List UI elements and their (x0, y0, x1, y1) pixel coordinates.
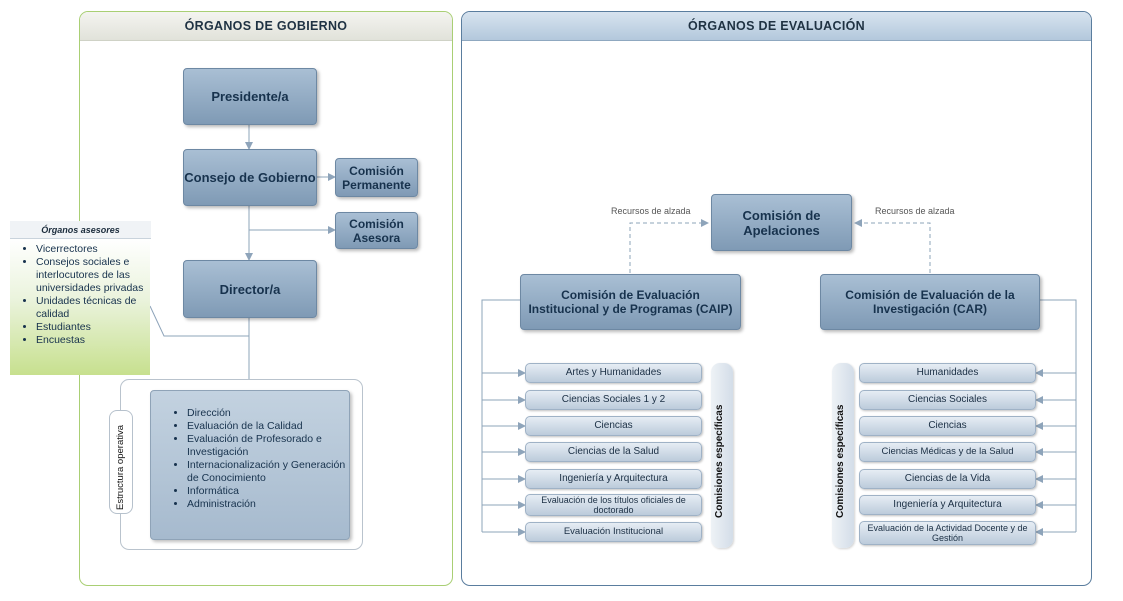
gobierno-header: ÓRGANOS DE GOBIERNO (80, 12, 452, 41)
car-item: Evaluación de la Actividad Docente y de … (859, 521, 1036, 545)
asesor-item: Consejos sociales e interlocutores de la… (36, 256, 144, 295)
caip-item: Evaluación de los títulos oficiales de d… (525, 494, 702, 516)
caip-comisiones-label-bar: Comisiones específicas (711, 363, 733, 548)
presidente-box: Presidente/a (183, 68, 317, 125)
comision-permanente-box: Comisión Permanente (335, 158, 418, 197)
car-comisiones-label-bar: Comisiones específicas (832, 363, 854, 548)
caip-item: Artes y Humanidades (525, 363, 702, 383)
caip-item: Ciencias Sociales 1 y 2 (525, 390, 702, 410)
car-item: Ciencias Médicas y de la Salud (859, 442, 1036, 462)
estructura-item: Evaluación de la Calidad (187, 420, 349, 433)
car-box: Comisión de Evaluación de la Investigaci… (820, 274, 1040, 330)
caip-item: Ingeniería y Arquitectura (525, 469, 702, 489)
estructura-box: Dirección Evaluación de la Calidad Evalu… (150, 390, 350, 540)
caip-box: Comisión de Evaluación Institucional y d… (520, 274, 741, 330)
car-item: Ingeniería y Arquitectura (859, 495, 1036, 515)
estructura-operativa-label: Estructura operativa (115, 424, 126, 510)
car-item: Ciencias Sociales (859, 390, 1036, 410)
estructura-operativa-badge: Estructura operativa (109, 410, 133, 514)
car-item: Humanidades (859, 363, 1036, 383)
asesor-item: Estudiantes (36, 321, 144, 334)
asesores-box: Vicerrectores Consejos sociales e interl… (10, 239, 150, 375)
asesor-item: Unidades técnicas de calidad (36, 295, 144, 321)
car-item: Ciencias (859, 416, 1036, 436)
caip-comisiones-label: Comisiones específicas (714, 404, 725, 518)
asesor-item: Encuestas (36, 334, 144, 347)
estructura-item: Evaluación de Profesorado e Investigació… (187, 433, 349, 459)
asesores-title: Órganos asesores (10, 221, 151, 239)
estructura-item: Administración (187, 498, 349, 511)
director-box: Director/a (183, 260, 317, 318)
evaluacion-header: ÓRGANOS DE EVALUACIÓN (462, 12, 1091, 41)
recursos-alzada-right: Recursos de alzada (875, 206, 955, 216)
caip-item: Evaluación Institucional (525, 522, 702, 542)
estructura-item: Dirección (187, 407, 349, 420)
estructura-list: Dirección Evaluación de la Calidad Evalu… (151, 391, 349, 511)
car-item: Ciencias de la Vida (859, 469, 1036, 489)
estructura-item: Internacionalización y Generación de Con… (187, 459, 349, 485)
caip-item: Ciencias de la Salud (525, 442, 702, 462)
consejo-gobierno-box: Consejo de Gobierno (183, 149, 317, 206)
asesores-list: Vicerrectores Consejos sociales e interl… (10, 239, 150, 347)
estructura-item: Informática (187, 485, 349, 498)
asesor-item: Vicerrectores (36, 243, 144, 256)
car-comisiones-label: Comisiones específicas (835, 404, 846, 518)
apelaciones-box: Comisión de Apelaciones (711, 194, 852, 251)
recursos-alzada-left: Recursos de alzada (611, 206, 691, 216)
caip-item: Ciencias (525, 416, 702, 436)
comision-asesora-box: Comisión Asesora (335, 212, 418, 249)
